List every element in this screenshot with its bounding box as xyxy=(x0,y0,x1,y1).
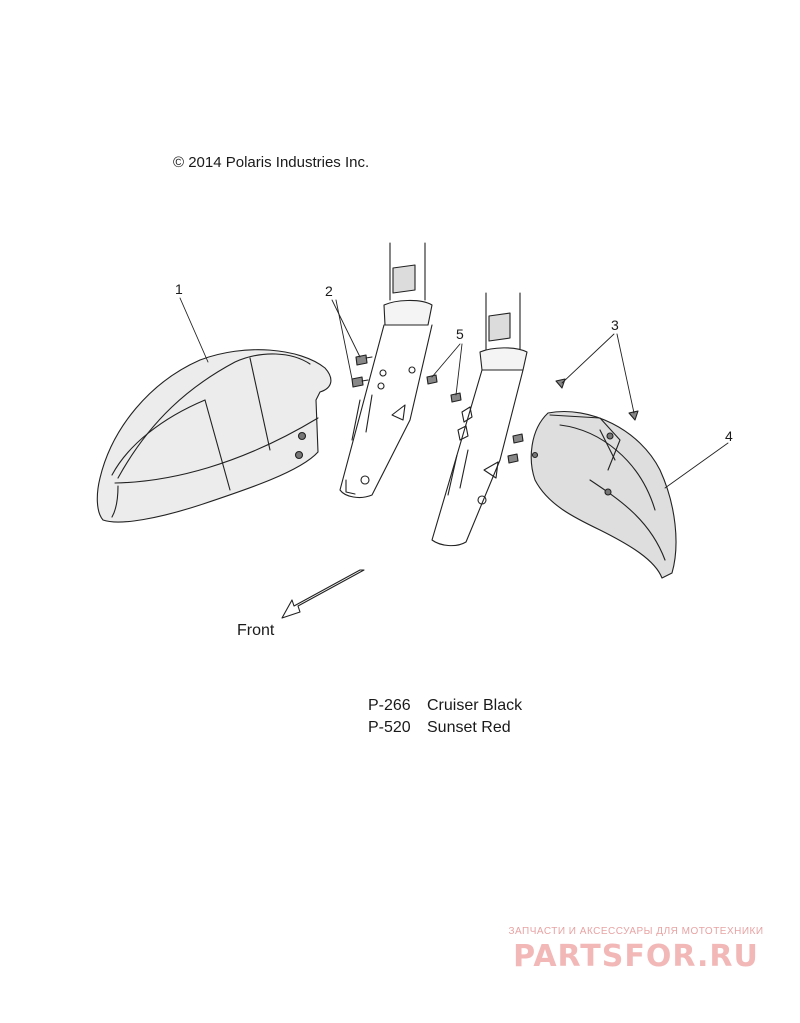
callout-1: 1 xyxy=(175,281,183,297)
watermark: ЗАПЧАСТИ И АКСЕССУАРЫ ДЛЯ МОТОТЕХНИКИ PA… xyxy=(486,926,786,974)
watermark-logo: PARTSFOR.RU xyxy=(513,939,759,974)
color-code: P-266 xyxy=(368,697,411,714)
callout-4: 4 xyxy=(725,428,733,444)
callout-5: 5 xyxy=(456,326,464,342)
rivets-part-3 xyxy=(555,378,639,421)
callout-3: 3 xyxy=(611,317,619,333)
right-fork-leg xyxy=(431,292,528,547)
front-fender-part-1 xyxy=(96,349,332,523)
copyright-text: © 2014 Polaris Industries Inc. xyxy=(173,154,370,171)
bolts-part-2 xyxy=(351,354,373,388)
color-row: P-266 Cruiser Black xyxy=(368,695,522,717)
color-code: P-520 xyxy=(368,719,411,736)
bolts-part-5 xyxy=(426,374,524,464)
front-fender-part-4 xyxy=(530,411,677,579)
front-label: Front xyxy=(237,622,275,639)
watermark-tagline: ЗАПЧАСТИ И АКСЕССУАРЫ ДЛЯ МОТОТЕХНИКИ xyxy=(508,926,764,937)
front-direction-arrow xyxy=(281,569,365,619)
color-row: P-520 Sunset Red xyxy=(368,717,522,739)
callout-2: 2 xyxy=(325,283,333,299)
leader-lines xyxy=(179,297,729,489)
color-name: Sunset Red xyxy=(427,719,511,736)
color-options-table: P-266 Cruiser Black P-520 Sunset Red xyxy=(368,695,522,739)
left-fork-leg xyxy=(339,242,433,499)
color-name: Cruiser Black xyxy=(427,697,523,714)
